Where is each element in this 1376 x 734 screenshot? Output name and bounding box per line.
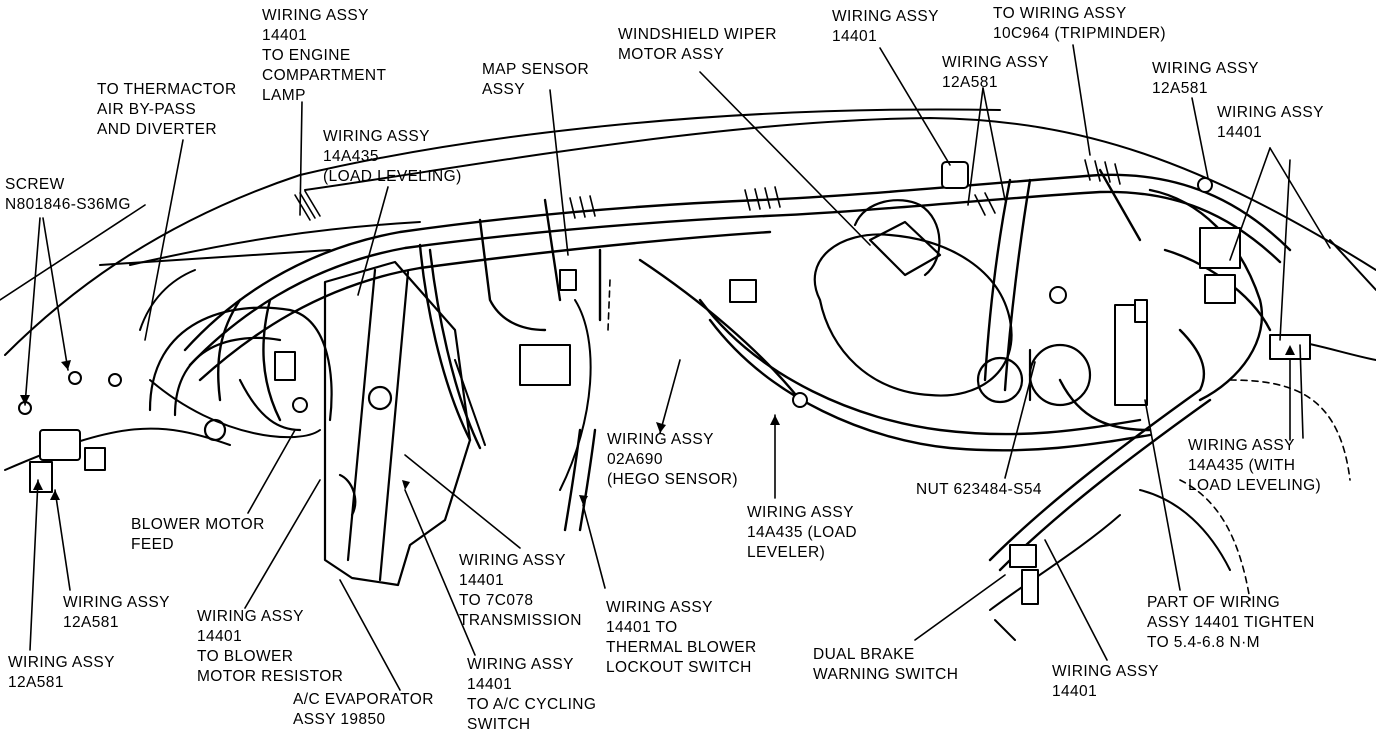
- label-blower-motor-feed: BLOWER MOTOR FEED: [131, 516, 265, 553]
- label-load-leveling: WIRING ASSY 14A435 (LOAD LEVELING): [323, 128, 462, 185]
- label-screw: SCREW N801846-S36MG: [5, 176, 131, 213]
- label-dual-brake-switch: DUAL BRAKE WARNING SWITCH: [813, 646, 959, 683]
- harness-wraps: [294, 159, 1121, 221]
- label-map-sensor: MAP SENSOR ASSY: [482, 61, 590, 98]
- label-nut: NUT 623484-S54: [916, 481, 1042, 498]
- body-panel-outlines: [4, 108, 1376, 641]
- label-wiring-14401-right: WIRING ASSY 14401: [1217, 104, 1324, 141]
- label-hego-sensor: WIRING ASSY 02A690 (HEGO SENSOR): [607, 431, 738, 488]
- wiper-motor: [813, 199, 1092, 407]
- label-thermactor-bypass: TO THERMACTOR AIR BY-PASS AND DIVERTER: [97, 81, 237, 138]
- label-thermal-blower-lockout: WIRING ASSY 14401 TO THERMAL BLOWER LOCK…: [606, 599, 757, 676]
- label-tripminder: TO WIRING ASSY 10C964 (TRIPMINDER): [993, 5, 1166, 42]
- label-load-leveler: WIRING ASSY 14A435 (LOAD LEVELER): [747, 504, 857, 561]
- blower-motor-housing: [148, 306, 333, 442]
- label-tighten-spec: PART OF WIRING ASSY 14401 TIGHTEN TO 5.4…: [1147, 594, 1315, 651]
- label-engine-compartment-lamp: WIRING ASSY 14401 TO ENGINE COMPARTMENT …: [262, 7, 387, 104]
- label-wiring-14401-top: WIRING ASSY 14401: [832, 8, 939, 45]
- ac-evaporator-housing: [323, 260, 472, 587]
- label-ac-cycling-switch: WIRING ASSY 14401 TO A/C CYCLING SWITCH: [467, 656, 597, 733]
- label-wiring-12a581-left: WIRING ASSY 12A581: [63, 594, 170, 631]
- label-ac-evaporator: A/C EVAPORATOR ASSY 19850: [293, 691, 434, 728]
- label-wiring-12a581-right: WIRING ASSY 12A581: [1152, 60, 1259, 97]
- label-blower-motor-resistor: WIRING ASSY 14401 TO BLOWER MOTOR RESIST…: [197, 608, 344, 685]
- label-with-load-leveling: WIRING ASSY 14A435 (WITH LOAD LEVELING): [1188, 437, 1322, 494]
- label-wiring-12a581-bottom-left: WIRING ASSY 12A581: [8, 654, 115, 691]
- label-wiring-12a581-top: WIRING ASSY 12A581: [942, 54, 1049, 91]
- main-harness-bundle: [183, 168, 1292, 572]
- arrowheads: [20, 345, 1295, 505]
- label-wiring-14401-bottom: WIRING ASSY 14401: [1052, 663, 1159, 700]
- leader-lines: [0, 44, 1331, 691]
- label-wiper-motor: WINDSHIELD WIPER MOTOR ASSY: [618, 26, 777, 63]
- dashed-reference-lines: [607, 279, 1351, 601]
- label-transmission: WIRING ASSY 14401 TO 7C078 TRANSMISSION: [459, 552, 582, 629]
